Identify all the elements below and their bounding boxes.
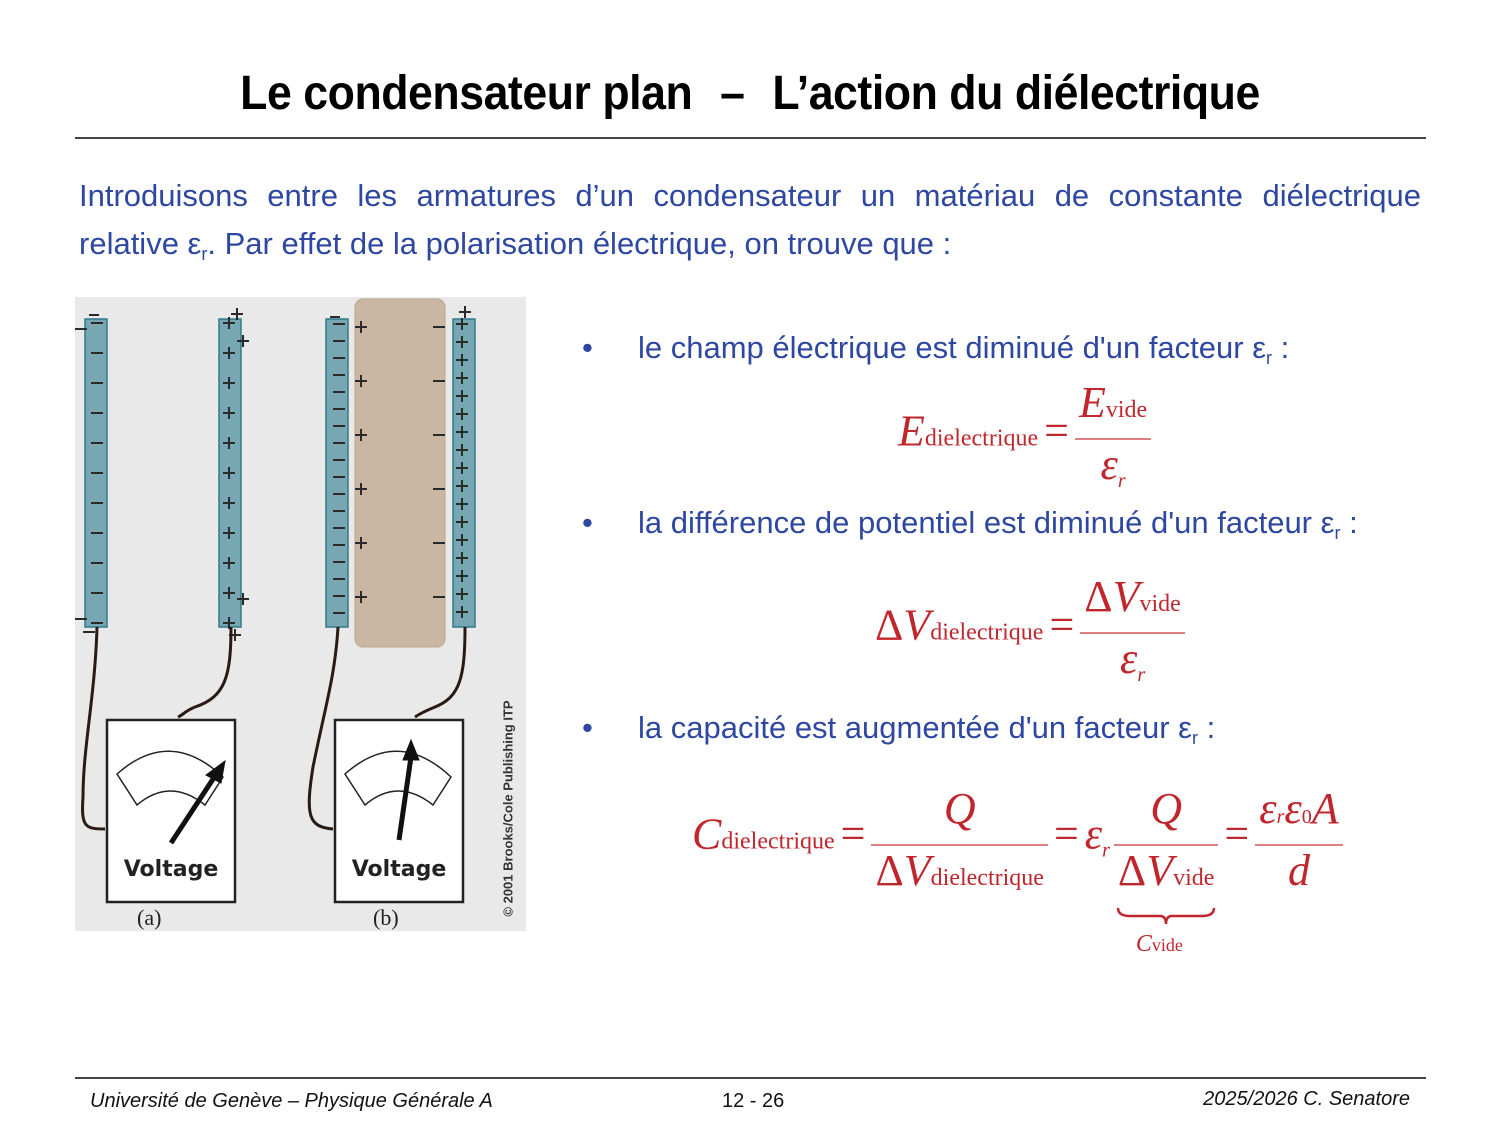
intro-paragraph: Introduisons entre les armatures d’un co…	[79, 172, 1421, 278]
footer-institution: Université de Genève – Physique Générale…	[90, 1090, 493, 1112]
intro-line-2: relative εr. Par effet de la polarisatio…	[79, 226, 952, 264]
copyright-text: © 2001 Brooks/Cole Publishing ITP	[500, 700, 516, 917]
meter-label-b: Voltage	[351, 857, 447, 882]
bullet-dot: •	[582, 330, 593, 365]
panel-label-a: (a)	[137, 905, 162, 930]
capacitor-figure: Voltage Voltage (a) (b) © 2001 Brooks/Co…	[75, 297, 526, 931]
capacitor-diagram-svg	[75, 298, 476, 904]
meter-label-a: Voltage	[123, 857, 219, 882]
title-divider	[75, 137, 1426, 139]
panel-label-b: (b)	[373, 905, 399, 930]
underbrace-icon	[1116, 907, 1216, 924]
title-main: Le condensateur plan	[240, 67, 693, 120]
title-separator: –	[720, 67, 745, 120]
intro-line-1: Introduisons entre les armatures d’un co…	[79, 178, 1421, 213]
brace-label: Cvide	[1135, 930, 1183, 957]
page-title: Le condensateur plan–L’action du diélect…	[53, 66, 1448, 121]
title-sub: L’action du diélectrique	[772, 67, 1260, 120]
footer-author: 2025/2026 C. Senatore	[1203, 1088, 1410, 1110]
footer-page-number: 12 - 26	[722, 1090, 785, 1112]
footer-divider	[75, 1077, 1426, 1079]
